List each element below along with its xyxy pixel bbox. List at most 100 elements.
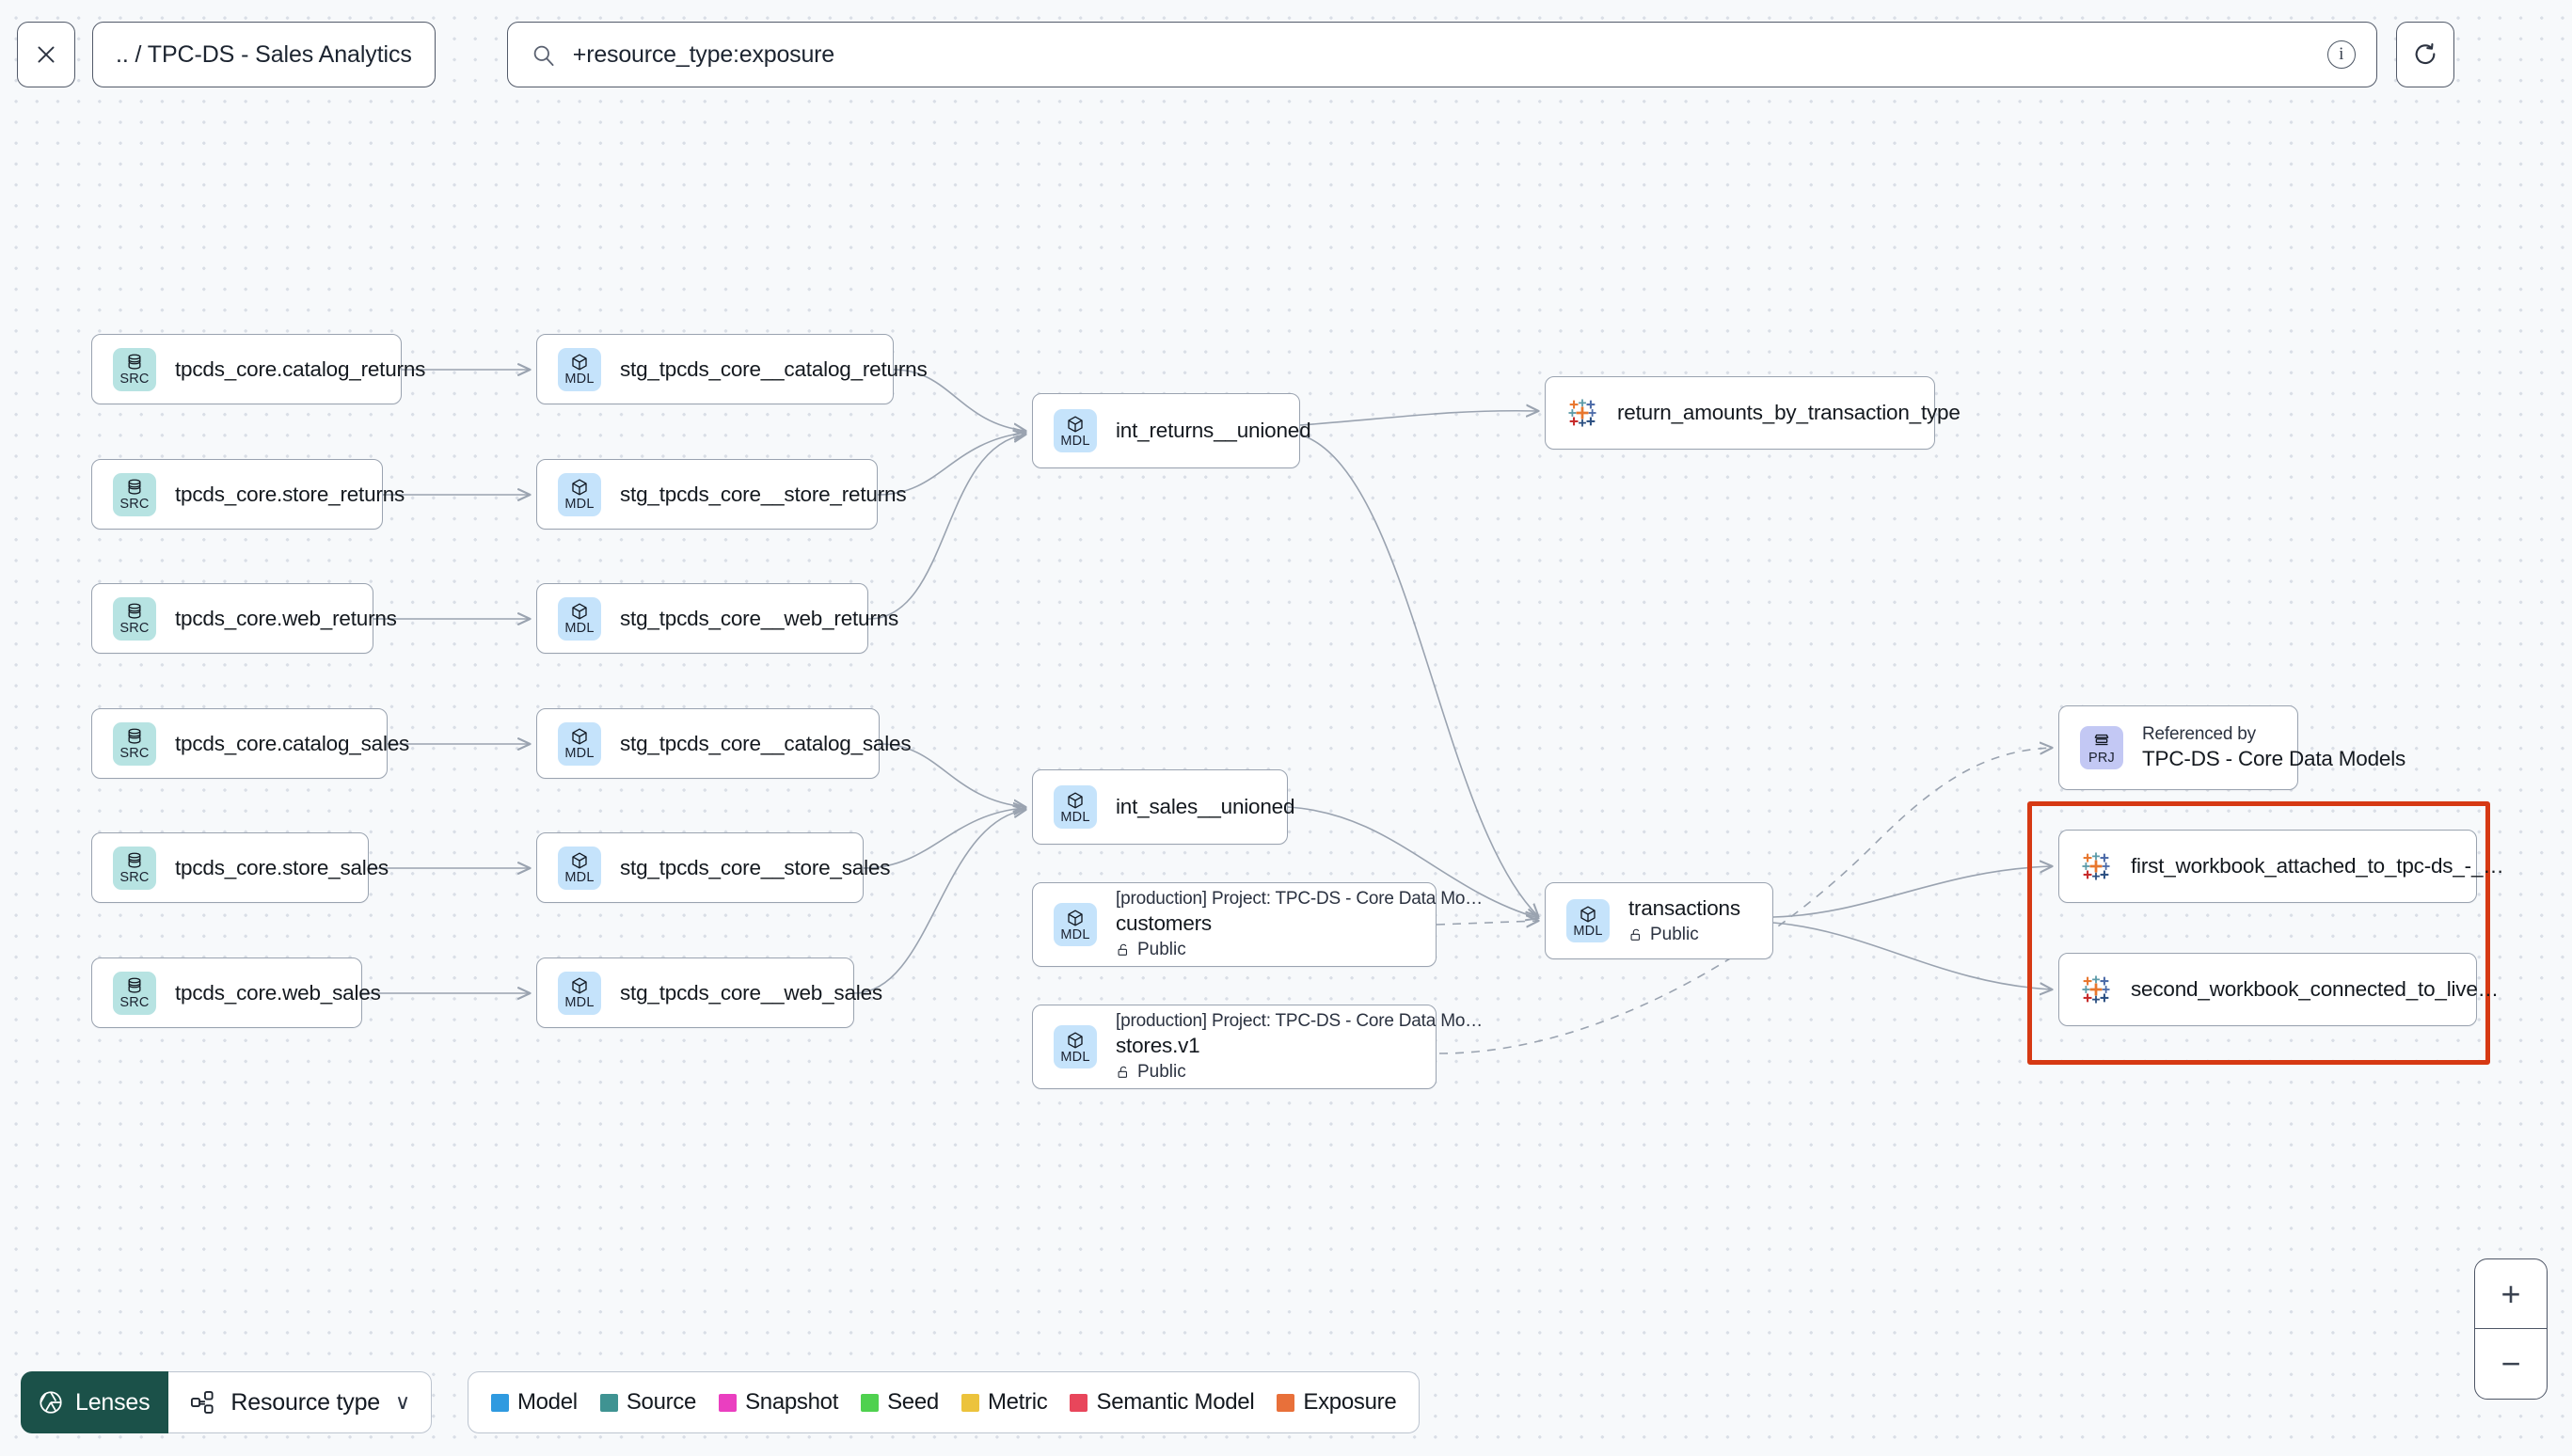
source-badge: SRC bbox=[113, 721, 156, 766]
node-body: return_amounts_by_transaction_type bbox=[1617, 401, 1961, 425]
breadcrumb-label: .. / TPC-DS - Sales Analytics bbox=[116, 40, 412, 68]
legend-item-snapshot[interactable]: Snapshot bbox=[719, 1389, 838, 1416]
zoom-out-button[interactable]: − bbox=[2475, 1329, 2547, 1399]
database-icon bbox=[128, 728, 141, 744]
breadcrumb[interactable]: .. / TPC-DS - Sales Analytics bbox=[92, 22, 436, 87]
node-subtitle: [production] Project: TPC-DS - Core Data… bbox=[1116, 889, 1483, 909]
search-input[interactable] bbox=[572, 40, 2327, 69]
model-badge: MDL bbox=[558, 721, 601, 766]
legend-item-metric[interactable]: Metric bbox=[961, 1389, 1048, 1416]
close-button[interactable] bbox=[17, 22, 75, 87]
badge-label: SRC bbox=[119, 497, 150, 512]
legend-label: Exposure bbox=[1303, 1389, 1397, 1415]
node-label: stg_tpcds_core__catalog_sales bbox=[620, 731, 912, 755]
node-body: int_returns__unioned bbox=[1116, 419, 1311, 443]
badge-label: MDL bbox=[564, 746, 595, 761]
project-badge: PRJ bbox=[2080, 726, 2123, 769]
cube-icon bbox=[572, 728, 587, 745]
model-badge: MDL bbox=[558, 596, 601, 641]
graph-node-src_web_returns[interactable]: SRC tpcds_core.web_returns bbox=[91, 583, 397, 654]
search-icon bbox=[533, 45, 554, 66]
legend-item-seed[interactable]: Seed bbox=[861, 1389, 939, 1416]
graph-node-src_web_sales[interactable]: SRC tpcds_core.web_sales bbox=[91, 957, 381, 1028]
lens-group: Lenses Resource type ∨ bbox=[21, 1371, 432, 1433]
source-badge: SRC bbox=[113, 971, 156, 1015]
graph-node-stg_store_sales[interactable]: MDL stg_tpcds_core__store_sales bbox=[536, 832, 890, 903]
graph-node-src_catalog_sales[interactable]: SRC tpcds_core.catalog_sales bbox=[91, 708, 409, 779]
graph-node-return_amounts[interactable]: return_amounts_by_transaction_type bbox=[1545, 376, 1961, 450]
badge-label: MDL bbox=[564, 995, 595, 1010]
node-body: first_workbook_attached_to_tpc-ds_-_… bbox=[2131, 854, 2504, 878]
cube-icon bbox=[572, 977, 587, 994]
node-body: tpcds_core.web_returns bbox=[175, 607, 397, 631]
node-body: tpcds_core.catalog_sales bbox=[175, 732, 409, 756]
graph-node-stores_v1[interactable]: MDL[production] Project: TPC-DS - Core D… bbox=[1032, 1005, 1483, 1089]
legend-swatch bbox=[599, 1393, 618, 1412]
node-body: [production] Project: TPC-DS - Core Data… bbox=[1116, 889, 1483, 960]
badge-label: PRJ bbox=[2088, 750, 2115, 766]
node-label: tpcds_core.store_returns bbox=[175, 482, 405, 506]
node-label: tpcds_core.web_sales bbox=[175, 980, 381, 1005]
legend-item-model[interactable]: Model bbox=[490, 1389, 578, 1416]
node-body: second_workbook_connected_to_live… bbox=[2131, 977, 2499, 1002]
cube-icon bbox=[1068, 910, 1083, 926]
model-badge: MDL bbox=[1054, 785, 1097, 829]
zoom-controls: + − bbox=[2474, 1258, 2548, 1400]
resource-type-dropdown[interactable]: Resource type ∨ bbox=[168, 1371, 432, 1433]
legend-swatch bbox=[861, 1393, 880, 1412]
model-badge: MDL bbox=[558, 472, 601, 516]
model-badge: MDL bbox=[558, 347, 601, 391]
legend-swatch bbox=[719, 1393, 738, 1412]
badge-label: SRC bbox=[119, 621, 150, 636]
graph-node-stg_web_sales[interactable]: MDL stg_tpcds_core__web_sales bbox=[536, 957, 882, 1028]
source-badge: SRC bbox=[113, 472, 156, 516]
lenses-button[interactable]: Lenses bbox=[21, 1371, 169, 1433]
refresh-button[interactable] bbox=[2395, 22, 2454, 87]
node-body: tpcds_core.store_sales bbox=[175, 856, 389, 880]
node-label: stg_tpcds_core__web_returns bbox=[620, 606, 899, 630]
node-body: stg_tpcds_core__catalog_sales bbox=[620, 731, 912, 756]
badge-label: MDL bbox=[564, 870, 595, 885]
node-body: stg_tpcds_core__web_sales bbox=[620, 981, 882, 1005]
project-icon bbox=[2094, 734, 2109, 745]
zoom-in-glyph: + bbox=[2501, 1274, 2521, 1313]
resource-type-legend: Model Source Snapshot Seed Metric Semantic Mo… bbox=[467, 1371, 1421, 1433]
graph-node-stg_web_returns[interactable]: MDL stg_tpcds_core__web_returns bbox=[536, 583, 899, 654]
legend-item-source[interactable]: Source bbox=[599, 1389, 696, 1416]
legend-swatch bbox=[1070, 1393, 1088, 1412]
node-label: stores.v1 bbox=[1116, 1034, 1200, 1057]
graph-node-first_workbook[interactable]: first_workbook_attached_to_tpc-ds_-_… bbox=[2058, 830, 2504, 903]
legend-label: Semantic Model bbox=[1096, 1389, 1255, 1415]
search-bar[interactable]: i bbox=[506, 22, 2377, 87]
cube-icon bbox=[572, 852, 587, 869]
info-icon[interactable]: i bbox=[2326, 40, 2356, 69]
graph-node-second_workbook[interactable]: second_workbook_connected_to_live… bbox=[2058, 953, 2499, 1026]
graph-node-stg_catalog_sales[interactable]: MDL stg_tpcds_core__catalog_sales bbox=[536, 708, 912, 779]
graph-node-customers[interactable]: MDL [production] Project: TPC-DS - Core D… bbox=[1032, 882, 1483, 967]
lenses-label: Lenses bbox=[75, 1388, 151, 1416]
refresh-icon bbox=[2415, 42, 2436, 65]
model-badge: MDL bbox=[1054, 903, 1097, 946]
tableau-icon bbox=[1568, 399, 1596, 427]
unlock-icon bbox=[1630, 928, 1641, 941]
graph-node-src_store_returns[interactable]: SRC tpcds_core.store_returns bbox=[91, 459, 405, 530]
legend-item-semantic-model[interactable]: Semantic Model bbox=[1070, 1389, 1255, 1416]
node-label: tpcds_core.catalog_returns bbox=[175, 356, 426, 381]
legend-swatch bbox=[490, 1393, 509, 1412]
node-body: stg_tpcds_core__store_sales bbox=[620, 856, 890, 880]
zoom-in-button[interactable]: + bbox=[2475, 1259, 2547, 1329]
legend-item-exposure[interactable]: Exposure bbox=[1277, 1389, 1397, 1416]
node-visibility: Public bbox=[1628, 925, 1740, 945]
top-toolbar: .. / TPC-DS - Sales Analytics i bbox=[0, 0, 2572, 109]
model-badge: MDL bbox=[1566, 899, 1610, 942]
